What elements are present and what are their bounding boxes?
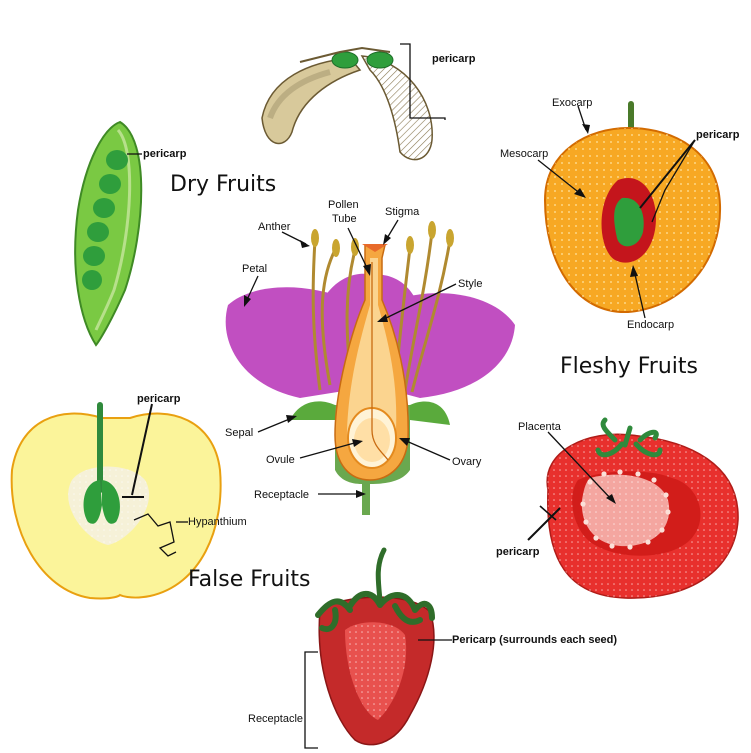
mesocarp-arrow (537, 159, 583, 196)
stigma-label: Stigma (385, 206, 420, 218)
placenta-label: Placenta (518, 421, 562, 433)
flower (225, 221, 515, 515)
fleshy-fruits-heading: Fleshy Fruits (560, 354, 698, 379)
tomato-pericarp-line (527, 507, 561, 541)
hypanthium-bracket (133, 513, 177, 557)
mesocarp-label: Mesocarp (500, 148, 548, 160)
strawberry-pericarp-label: Pericarp (surrounds each seed) (452, 634, 617, 646)
strawberry-receptacle-bracket (304, 651, 318, 749)
placenta-arrow (547, 431, 613, 501)
stigma-arrowhead (383, 234, 391, 245)
strawberry (315, 547, 435, 746)
sepal-arrow (257, 417, 293, 433)
anther-label: Anther (258, 221, 291, 233)
ovary-arrow (403, 439, 451, 461)
pollen-tube-arrow (347, 227, 369, 271)
hypanthium-label: Hypanthium (188, 516, 247, 528)
petal-arrowhead (244, 295, 251, 307)
ovule-arrow (299, 441, 359, 459)
apple-pericarp-line (131, 403, 153, 496)
style-arrow (381, 283, 457, 321)
ovule-arrowhead (352, 439, 363, 447)
peach-pericarp-line-1 (639, 139, 696, 209)
ovary-arrowhead (399, 438, 410, 446)
maple-pericarp-label: pericarp (432, 53, 476, 65)
peach (543, 101, 722, 314)
peach-pericarp-label: pericarp (696, 129, 740, 141)
ovary-label: Ovary (452, 456, 482, 468)
exocarp-label: Exocarp (552, 97, 592, 109)
ovule-label: Ovule (266, 454, 295, 466)
endocarp-label: Endocarp (627, 319, 674, 331)
endocarp-arrow (633, 269, 646, 319)
style-arrowhead (377, 314, 388, 322)
pea-pericarp-label: pericarp (143, 148, 187, 160)
pollen-tube-label-2: Tube (332, 213, 357, 225)
anther-arrowhead (300, 240, 310, 248)
exocarp-arrowhead (582, 124, 590, 134)
tomato (546, 417, 739, 599)
false-fruits-heading: False Fruits (188, 567, 310, 592)
pea-pod (74, 120, 143, 347)
maple-pericarp-bracket (400, 43, 446, 120)
sepal-label: Sepal (225, 427, 253, 439)
style-label: Style (458, 278, 482, 290)
endocarp-arrowhead (630, 265, 638, 277)
sepal-arrowhead (286, 415, 297, 423)
tomato-pericarp-tick (539, 505, 557, 521)
strawberry-receptacle-label: Receptacle (248, 713, 303, 725)
receptacle-flower-label: Receptacle (254, 489, 309, 501)
peach-pericarp-line-2 (651, 139, 696, 223)
placenta-arrowhead (606, 494, 616, 504)
pollen-tube-arrowhead (363, 264, 371, 276)
maple-samara (261, 46, 433, 161)
receptacle-flower-arrowhead (356, 490, 366, 498)
mesocarp-arrowhead (574, 188, 586, 198)
pollen-tube-label-1: Pollen (328, 199, 359, 211)
apple (10, 402, 222, 600)
tomato-pericarp-label: pericarp (496, 546, 540, 558)
petal-label: Petal (242, 263, 267, 275)
apple-pericarp-label: pericarp (137, 393, 181, 405)
dry-fruits-heading: Dry Fruits (170, 172, 276, 197)
